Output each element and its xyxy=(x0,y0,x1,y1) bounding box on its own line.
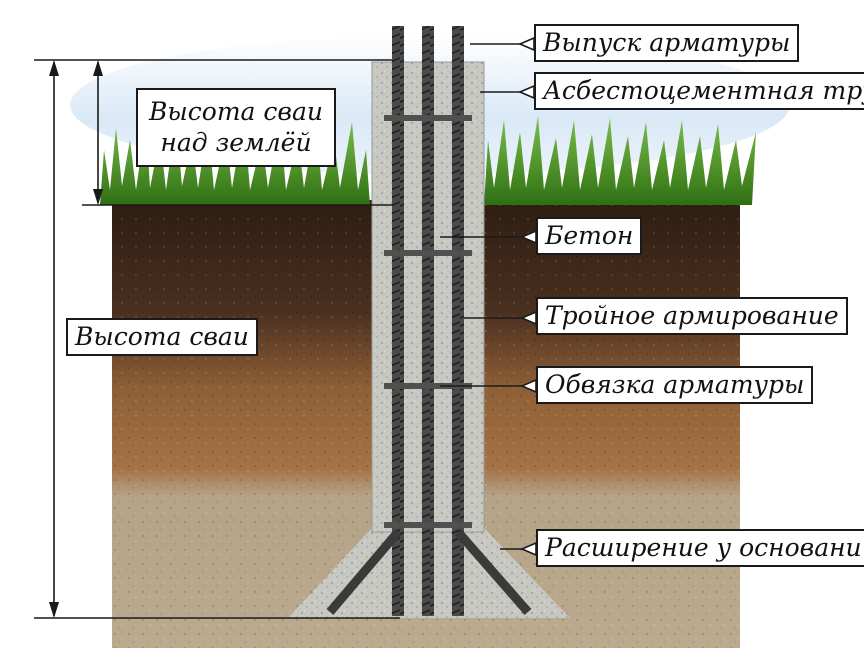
label-asbestos-cement-pipe: Асбестоцементная тру xyxy=(534,72,864,110)
rebar-left xyxy=(392,26,404,616)
label-base-widening: Расширение у основани xyxy=(536,529,864,567)
label-concrete: Бетон xyxy=(536,217,643,255)
dimension-lines xyxy=(34,59,400,619)
label-triple-reinforcement: Тройное армирование xyxy=(536,297,848,335)
label-rebar-outlet: Выпуск арматуры xyxy=(534,24,800,62)
callout-arrows xyxy=(440,36,537,557)
label-pile-height-above-ground-line1: Высота сваи xyxy=(149,97,323,126)
rebar-tie-2 xyxy=(384,250,472,256)
rebar-right xyxy=(452,26,464,616)
rebar-tie-4 xyxy=(384,522,472,528)
rebar-base-left xyxy=(326,529,402,615)
rebar-tie-3 xyxy=(384,383,472,389)
rebar-base-right xyxy=(454,529,532,615)
rebar-center xyxy=(422,26,434,616)
rebar-tie-1 xyxy=(384,115,472,121)
label-pile-height: Высота сваи xyxy=(66,318,258,356)
grass xyxy=(100,118,370,205)
grass-right xyxy=(484,116,756,205)
label-pile-height-above-ground: Высота сваи над землёй xyxy=(136,88,336,167)
label-pile-height-above-ground-line2: над землёй xyxy=(160,128,312,158)
dimension-arrows xyxy=(49,60,103,618)
label-rebar-tying: Обвязка арматуры xyxy=(536,366,814,404)
